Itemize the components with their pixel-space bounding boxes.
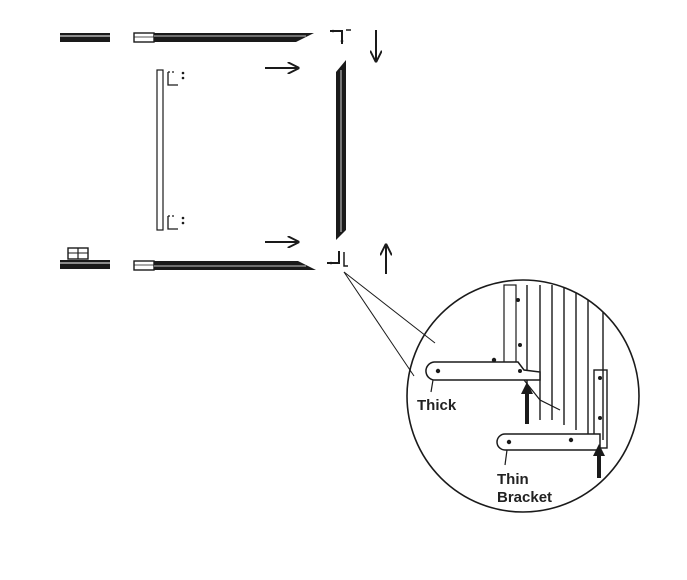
thin-bracket <box>496 433 601 451</box>
thin-label: Thin <box>497 471 529 488</box>
thick-bracket <box>425 361 541 381</box>
bottom-left-rail-stub <box>60 247 110 269</box>
bracket-label: Bracket <box>497 489 552 506</box>
right-panel <box>336 60 346 240</box>
thick-label: Thick <box>417 397 457 414</box>
top-left-rail-stub <box>60 33 110 42</box>
left-panel <box>156 69 185 231</box>
bottom-corner-bracket <box>327 251 348 267</box>
top-corner-bracket <box>330 29 351 44</box>
callout-leaders <box>343 271 436 377</box>
top-rail <box>133 32 314 43</box>
detail-magnifier <box>406 279 640 513</box>
bottom-rail <box>133 260 316 271</box>
